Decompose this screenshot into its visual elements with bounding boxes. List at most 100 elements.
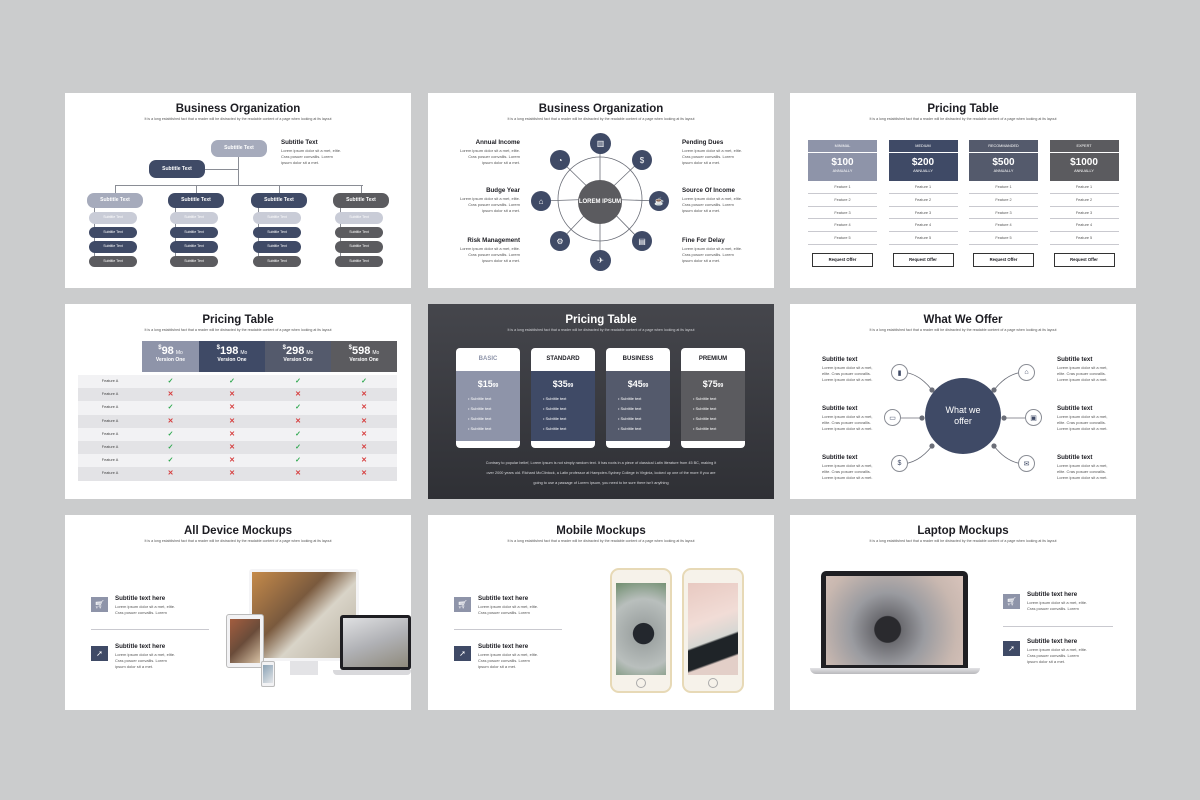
request-offer-button[interactable]: Request Offer [812,253,873,267]
bullet-item: • Subtitle text [693,406,717,411]
item-title: Subtitle text [1057,454,1093,461]
body-line: Lorem ipsum dolor sit a met, [1057,414,1108,419]
price-value: 298 [286,345,305,357]
slide-subtitle: It is a long established fact that a rea… [869,539,1057,543]
body-line: ipsum dolor sit a met. [1027,659,1066,664]
feature-label: Feature A [101,379,119,383]
bullet-item: • Subtitle text [618,396,642,401]
divider [91,629,209,630]
bullet-item: • Subtitle text [693,396,717,401]
pricing-card[interactable]: PREMIUM$7599• Subtitle text• Subtitle te… [681,348,745,448]
body-line: ipsum dolor sit a met. [682,258,721,263]
request-offer-button[interactable]: Request Offer [1053,253,1115,267]
feature-text: Subtitle text here Lorem ipsum dolor sit… [1027,591,1087,612]
slide-title: Laptop Mockups [917,525,1009,537]
org-item: Subtitle Text [170,212,218,224]
connector [238,157,239,185]
plan-feature: Feature 2 [808,194,877,207]
card-bullets: • Subtitle text• Subtitle text• Subtitle… [531,389,595,434]
plan-feature: Feature 5 [888,232,958,245]
slide-title: All Device Mockups [183,525,292,537]
bullet-item: • Subtitle text [618,416,642,421]
item-title: Subtitle text [822,454,858,461]
item-body: Lorem ipsum dolor sit a met, elite.Cras … [682,196,762,214]
org-item: Subtitle Text [89,255,137,267]
org-item: Subtitle Text [89,241,137,253]
price-value: 598 [352,345,371,357]
pricing-card[interactable]: BASIC $1599 • Subtitle text • Subtitle text… [456,348,520,448]
connector [115,185,116,193]
price-unit: Mo [175,350,183,356]
card-price: $3599 [531,379,595,389]
currency-symbol: $ [216,345,221,351]
body-line: elite. Cras posuer convallis. [1057,469,1106,474]
center-circle: LOREM IPSUM [578,180,622,224]
plan-feature: Feature 4 [888,219,958,233]
monitor-stand [290,661,318,675]
slide-mobile-mockups[interactable]: Mobile Mockups It is a long established … [428,515,774,710]
bank-icon: ⌂ [1018,364,1035,381]
cross-icon: ✕ [361,470,367,478]
cup-icon: ☕ [649,191,669,211]
laptop-base [333,670,411,675]
slide-pricing-table-cards[interactable]: Pricing Table It is a long established f… [428,304,774,499]
slide-business-organization-chart[interactable]: Business Organization It is a long estab… [65,93,411,288]
slide-pricing-table-plans[interactable]: Pricing Table It is a long established f… [790,93,1136,288]
pricing-card[interactable]: STANDARD$3599• Subtitle text• Subtitle t… [531,348,595,448]
slide-what-we-offer[interactable]: What We Offer It is a long established f… [790,304,1136,499]
phone-screen-image [688,583,738,675]
bullet-item: • Subtitle text [468,396,492,401]
tablet-screen-image [230,619,260,663]
price-value: 98 [161,345,174,357]
plan-period: ANNUALLY [993,169,1014,173]
slide-title: Pricing Table [202,314,274,326]
bullet-item: • Subtitle text [693,416,717,421]
slide-pricing-table-matrix[interactable]: Pricing Table It is a long established f… [65,304,411,499]
feature-title: Subtitle text here [1027,638,1078,645]
bullet-item: • Subtitle text [468,416,492,421]
cross-icon: ✕ [361,457,367,465]
feature-body: Lorem ipsum dolor sit a met, elite.Cras … [478,652,538,670]
card-name: BASIC [478,356,498,362]
card-bullets: • Subtitle text • Subtitle text • Subtitle… [606,389,670,434]
feature-text: Subtitle text here Lorem ipsum dolor sit… [1027,638,1087,665]
table-row [78,467,397,481]
feature-label: Feature A [101,431,119,436]
document-icon: ▤ [632,231,652,251]
plan-feature: Feature 1 [808,181,877,194]
pricing-card[interactable]: BUSINESS$4599• Subtitle text• Subtitle t… [606,348,670,448]
slide-subtitle: It is a long established fact that a rea… [144,539,332,543]
item-body: Lorem ipsum dolor sit a met, elite.Cras … [682,148,762,166]
body-line: Cras posuer convallis. Lorem [115,610,167,615]
cross-icon: ✕ [295,417,301,425]
plan-feature: Feature 4 [808,219,877,233]
feature-title: Subtitle text here [115,643,166,650]
slide-laptop-mockups[interactable]: Laptop Mockups It is a long established … [790,515,1136,710]
body-line: ipsum dolor sit a met. [481,208,520,213]
body-line: Cras posuer convallis. Lorem [682,252,734,257]
body-line: elite. Cras posuer convallis. [1057,420,1106,425]
plan-feature: Feature 1 [888,181,958,194]
request-offer-button[interactable]: Request Offer [973,253,1034,267]
bullet-item: • Subtitle text [618,406,642,411]
check-icon: ✓ [167,378,174,385]
org-item: Subtitle Text [89,212,137,224]
plan-feature: Feature 2 [1049,194,1119,207]
card-bullets: • Subtitle text • Subtitle text • Subtitle… [681,389,745,434]
request-offer-button[interactable]: Request Offer [892,253,954,267]
feature-text: Subtitle text here Lorem ipsum dolor sit… [478,643,538,670]
slide-all-device-mockups[interactable]: All Device Mockups It is a long establis… [65,515,411,710]
body-line: Lorem ipsum dolor sit a met, elite. [459,148,520,153]
table-row [78,427,397,441]
price-unit: Mo [306,350,314,356]
card-price: $1599 [456,379,520,389]
slide-business-organization-radial[interactable]: Business Organization It is a long estab… [428,93,774,288]
divider [454,629,562,630]
